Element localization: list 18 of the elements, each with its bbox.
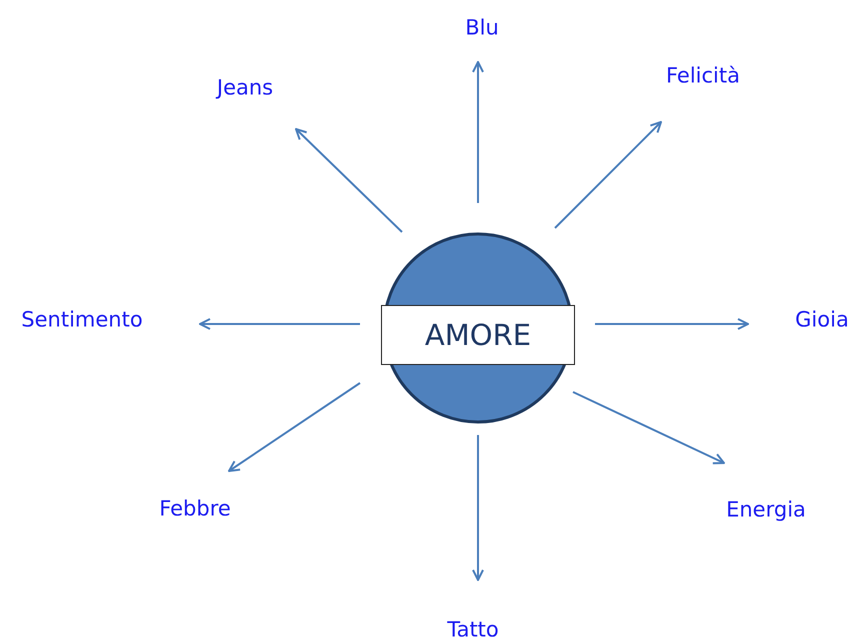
word-label: Felicità [666, 63, 740, 89]
arrow [199, 318, 360, 330]
word-label: Febbre [159, 496, 231, 522]
arrow [472, 435, 484, 581]
node-label: AMORE [381, 305, 575, 365]
word-label: Jeans [216, 75, 274, 101]
word-label: Tatto [447, 617, 499, 641]
arrow [595, 318, 749, 330]
arrow [295, 128, 403, 233]
word-label: Sentimento [21, 307, 143, 333]
arrow [228, 382, 361, 472]
word-label: Energia [726, 497, 806, 523]
arrow [472, 61, 484, 203]
word-label: Blu [465, 15, 499, 41]
arrow [572, 391, 725, 464]
circle-node [383, 233, 573, 423]
arrow [554, 121, 662, 229]
word-label: Gioia [795, 307, 849, 333]
